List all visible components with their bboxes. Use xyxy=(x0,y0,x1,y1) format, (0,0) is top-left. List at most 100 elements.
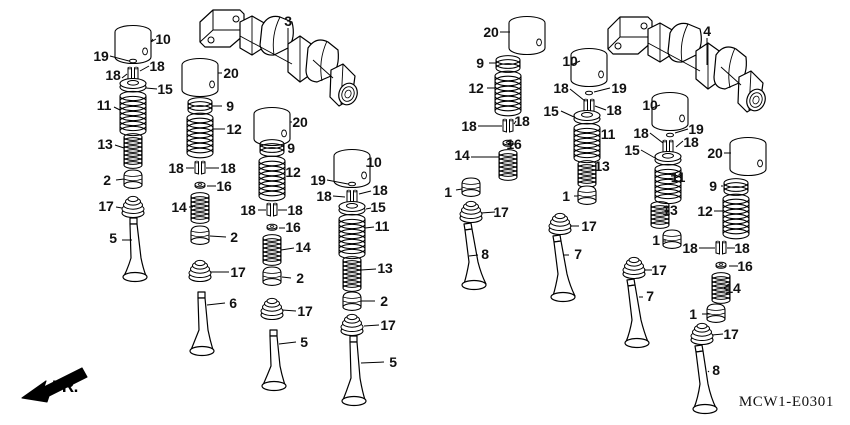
leaders-r1 xyxy=(455,31,517,257)
callout-18: 18 xyxy=(316,188,332,204)
callout-1: 1 xyxy=(689,306,697,322)
callout-14: 14 xyxy=(725,280,741,296)
camshaft-right xyxy=(607,16,766,113)
callout-19: 19 xyxy=(93,48,109,64)
callout-2: 2 xyxy=(230,229,238,245)
callout-9: 9 xyxy=(709,178,717,194)
callout-16: 16 xyxy=(506,136,522,152)
callout-16: 16 xyxy=(285,219,301,235)
callout-14: 14 xyxy=(454,147,470,163)
front-direction-label: FR. xyxy=(52,377,78,396)
callout-1: 1 xyxy=(444,184,452,200)
callout-1: 1 xyxy=(652,232,660,248)
callout-20: 20 xyxy=(223,65,239,81)
callout-13: 13 xyxy=(662,202,678,218)
valve-stack-r3 xyxy=(622,91,689,349)
callout-20: 20 xyxy=(707,145,723,161)
leaders-l4 xyxy=(326,165,385,364)
callout-2: 2 xyxy=(296,270,304,286)
callout-17: 17 xyxy=(297,303,313,319)
callout-18: 18 xyxy=(240,202,256,218)
callout-10: 10 xyxy=(155,31,171,47)
callout-11: 11 xyxy=(670,169,686,185)
callout-2: 2 xyxy=(103,172,111,188)
callout-16: 16 xyxy=(216,178,232,194)
callout-14: 14 xyxy=(295,239,311,255)
callout-17: 17 xyxy=(493,204,509,220)
callout-12: 12 xyxy=(468,80,484,96)
callout-18: 18 xyxy=(514,113,530,129)
callout-13: 13 xyxy=(97,136,113,152)
callout-8: 8 xyxy=(712,362,720,378)
valve-8-right-2 xyxy=(692,344,718,415)
callout-19: 19 xyxy=(310,172,326,188)
valve-7-right-2 xyxy=(624,278,650,349)
leaders-r2 xyxy=(560,60,611,256)
callout-10: 10 xyxy=(642,97,658,113)
callout-18: 18 xyxy=(105,67,121,83)
callout-1: 1 xyxy=(562,188,570,204)
front-direction-arrow xyxy=(21,367,88,403)
callout-20: 20 xyxy=(483,24,499,40)
leaders-l1 xyxy=(109,38,158,241)
callout-12: 12 xyxy=(285,164,301,180)
callout-19: 19 xyxy=(611,80,627,96)
callout-6: 6 xyxy=(229,295,237,311)
valve-5-left-2 xyxy=(261,329,287,392)
valve-stack-r4 xyxy=(690,136,767,415)
callout-5: 5 xyxy=(109,230,117,246)
callout-18: 18 xyxy=(149,58,165,74)
leaders-l2 xyxy=(186,72,229,306)
camshaft-left xyxy=(199,9,358,107)
leaders-r4 xyxy=(699,152,738,373)
callout-16: 16 xyxy=(737,258,753,274)
callout-19: 19 xyxy=(688,121,704,137)
callout-15: 15 xyxy=(624,142,640,158)
callout-15: 15 xyxy=(543,103,559,119)
callout-13: 13 xyxy=(377,260,393,276)
valve-stack-r1 xyxy=(459,15,546,291)
part-number-label: MCW1-E0301 xyxy=(738,394,834,410)
callout-18: 18 xyxy=(461,118,477,134)
callout-17: 17 xyxy=(380,317,396,333)
callout-18: 18 xyxy=(683,134,699,150)
callout-18: 18 xyxy=(682,240,698,256)
callout-20: 20 xyxy=(292,114,308,130)
valve-6-left xyxy=(189,291,215,357)
callout-14: 14 xyxy=(171,199,187,215)
callout-18: 18 xyxy=(168,160,184,176)
valve-5-left-3 xyxy=(341,335,367,407)
callout-13: 13 xyxy=(594,158,610,174)
valve-stack-l4 xyxy=(333,148,371,407)
callout-11: 11 xyxy=(96,97,112,113)
callout-18: 18 xyxy=(553,80,569,96)
valve-stack-l3 xyxy=(253,106,291,392)
callout-5: 5 xyxy=(300,334,308,350)
callout-2: 2 xyxy=(380,293,388,309)
callout-18: 18 xyxy=(606,102,622,118)
callout-9: 9 xyxy=(476,55,484,71)
callout-17: 17 xyxy=(98,198,114,214)
callout-18: 18 xyxy=(372,182,388,198)
callout-17: 17 xyxy=(651,262,667,278)
callout-18: 18 xyxy=(287,202,303,218)
callout-18: 18 xyxy=(220,160,236,176)
callout-17: 17 xyxy=(723,326,739,342)
valve-5-left xyxy=(122,217,148,283)
callout-5: 5 xyxy=(389,354,397,370)
callout-4: 4 xyxy=(703,23,711,39)
valve-8-right xyxy=(461,222,487,291)
callout-7: 7 xyxy=(574,246,582,262)
valve-7-right xyxy=(550,234,576,303)
valve-stack-r2 xyxy=(548,47,608,303)
callout-10: 10 xyxy=(366,154,382,170)
callout-12: 12 xyxy=(226,121,242,137)
callout-10: 10 xyxy=(562,53,578,69)
valve-stack-l1 xyxy=(114,24,152,283)
callout-17: 17 xyxy=(230,264,246,280)
callout-9: 9 xyxy=(226,98,234,114)
callout-9: 9 xyxy=(287,140,295,156)
callout-7: 7 xyxy=(646,288,654,304)
